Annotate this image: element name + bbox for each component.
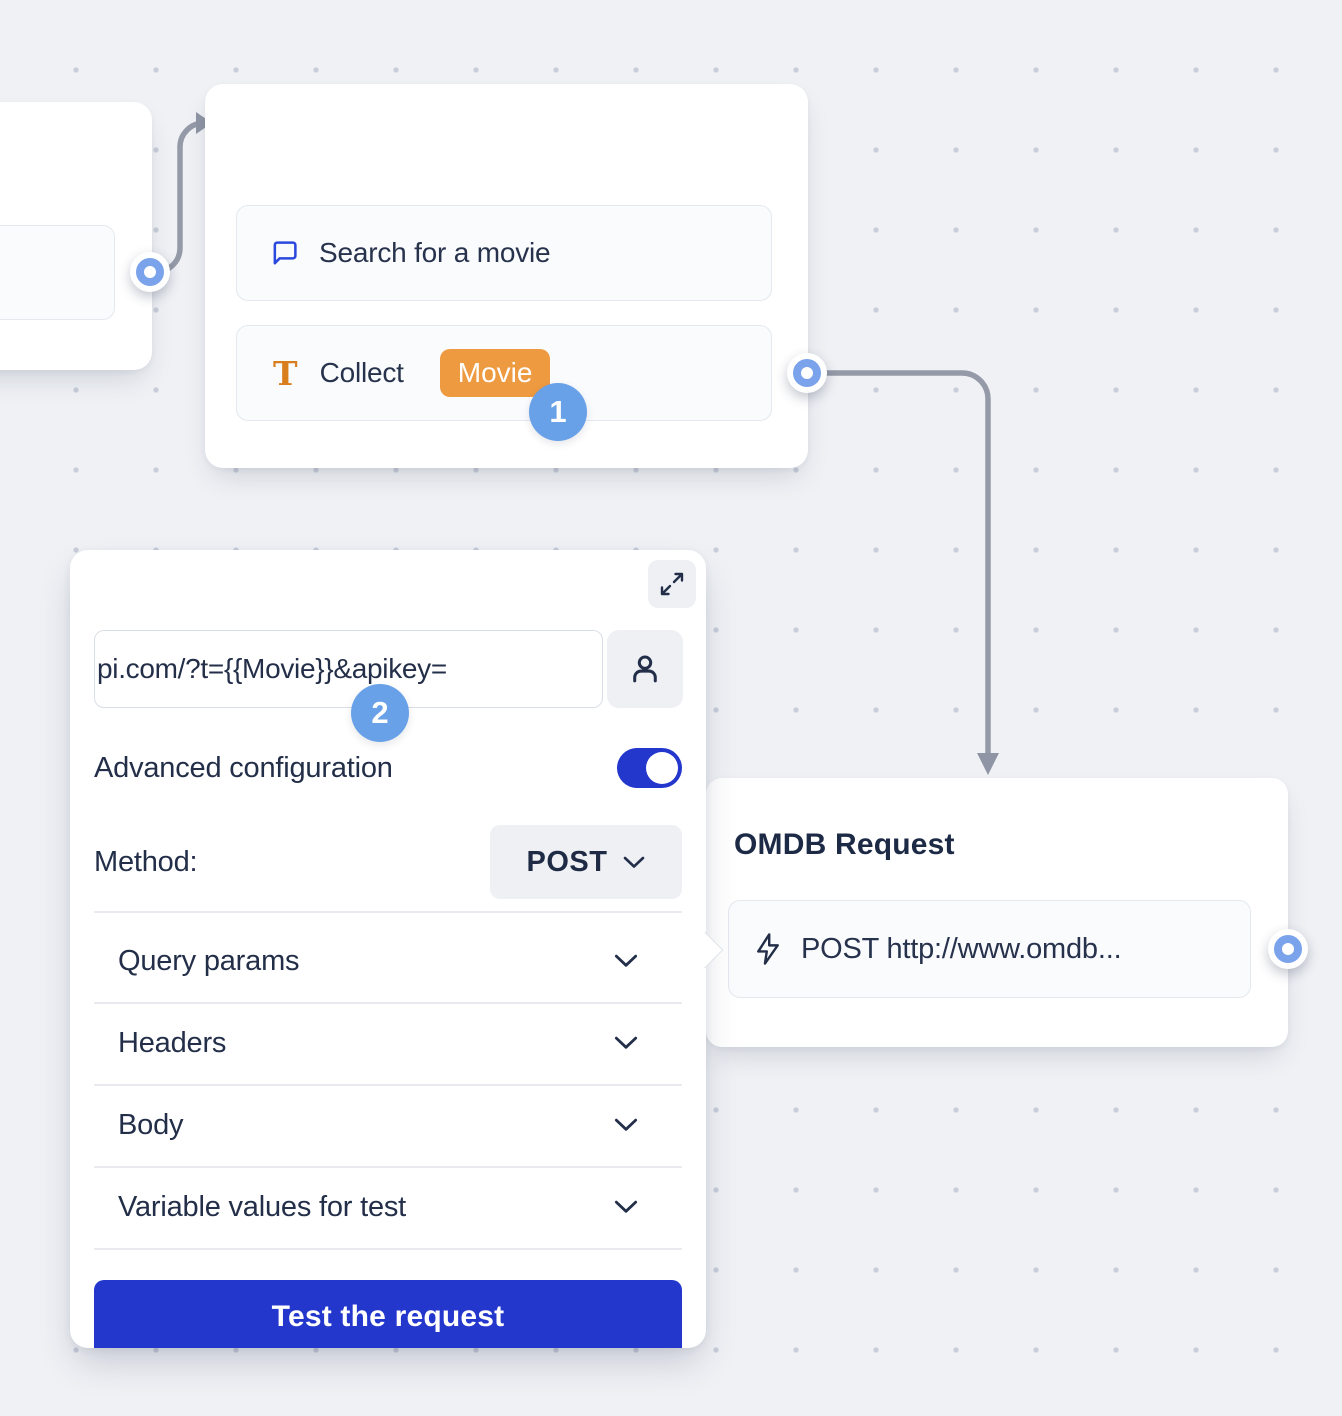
section-variable-values[interactable]: Variable values for test — [94, 1167, 682, 1247]
item-label: Collect — [319, 357, 404, 388]
chevron-down-icon — [614, 1118, 638, 1132]
output-port-omdb[interactable] — [1268, 929, 1308, 969]
node-title: OMDB Request — [734, 828, 955, 861]
item-label: POST http://www.omdb... — [801, 932, 1122, 965]
method-label: Method: — [94, 845, 198, 878]
output-port-movie-search[interactable] — [787, 353, 827, 393]
section-label: Variable values for test — [118, 1190, 407, 1223]
item-label: Search for a movie — [319, 237, 551, 268]
test-request-button[interactable]: Test the request — [94, 1280, 682, 1348]
output-port-left-card[interactable] — [130, 252, 170, 292]
divider — [94, 1248, 682, 1250]
movie-search-question-item[interactable]: Search for a movie — [236, 205, 772, 301]
chevron-down-icon — [614, 1036, 638, 1050]
port-ring-icon — [136, 258, 164, 286]
divider — [94, 911, 682, 913]
tutorial-step-badge-1: 1 — [529, 383, 587, 441]
chevron-down-icon — [614, 954, 638, 968]
divider — [94, 1166, 682, 1168]
chat-bubble-icon — [270, 239, 299, 268]
partial-node-item[interactable] — [0, 225, 115, 320]
variable-badge-movie[interactable]: Movie — [439, 349, 551, 397]
port-ring-icon — [793, 359, 821, 387]
lightning-icon — [753, 932, 783, 966]
wire-left-to-movie-search — [153, 120, 208, 275]
section-headers[interactable]: Headers — [94, 1003, 682, 1083]
user-icon — [626, 650, 664, 688]
text-input-icon: T — [273, 353, 298, 393]
expand-panel-button[interactable] — [648, 560, 696, 608]
movie-search-node[interactable]: Movie search Search for a movie T Collec… — [205, 84, 808, 468]
partial-node-card[interactable] — [0, 102, 152, 370]
omdb-request-item[interactable]: POST http://www.omdb... — [728, 900, 1251, 998]
webhook-editor-panel[interactable]: Advanced configuration Method: POST Quer… — [70, 550, 706, 1348]
section-body[interactable]: Body — [94, 1085, 682, 1165]
movie-search-collect-item[interactable]: T Collect Movie — [236, 325, 772, 421]
section-label: Query params — [118, 944, 300, 977]
omdb-request-node[interactable]: OMDB Request POST http://www.omdb... — [706, 778, 1288, 1047]
chevron-down-icon — [614, 1200, 638, 1214]
advanced-configuration-toggle[interactable] — [617, 748, 682, 788]
advanced-configuration-label: Advanced configuration — [94, 751, 393, 784]
toggle-knob — [646, 752, 678, 784]
divider — [94, 1002, 682, 1004]
port-ring-icon — [1274, 935, 1302, 963]
chevron-down-icon — [623, 856, 645, 869]
section-label: Headers — [118, 1026, 227, 1059]
tutorial-step-badge-2: 2 — [351, 684, 409, 742]
method-value: POST — [526, 845, 608, 878]
section-label: Body — [118, 1108, 184, 1141]
wire-movie-search-to-omdb — [815, 370, 991, 756]
request-url-input[interactable] — [94, 630, 603, 708]
user-variable-button[interactable] — [607, 630, 683, 708]
expand-icon — [659, 571, 685, 597]
divider — [94, 1084, 682, 1086]
section-query-params[interactable]: Query params — [94, 921, 682, 1001]
wire-arrowhead-down — [977, 753, 999, 775]
method-select[interactable]: POST — [490, 825, 682, 899]
